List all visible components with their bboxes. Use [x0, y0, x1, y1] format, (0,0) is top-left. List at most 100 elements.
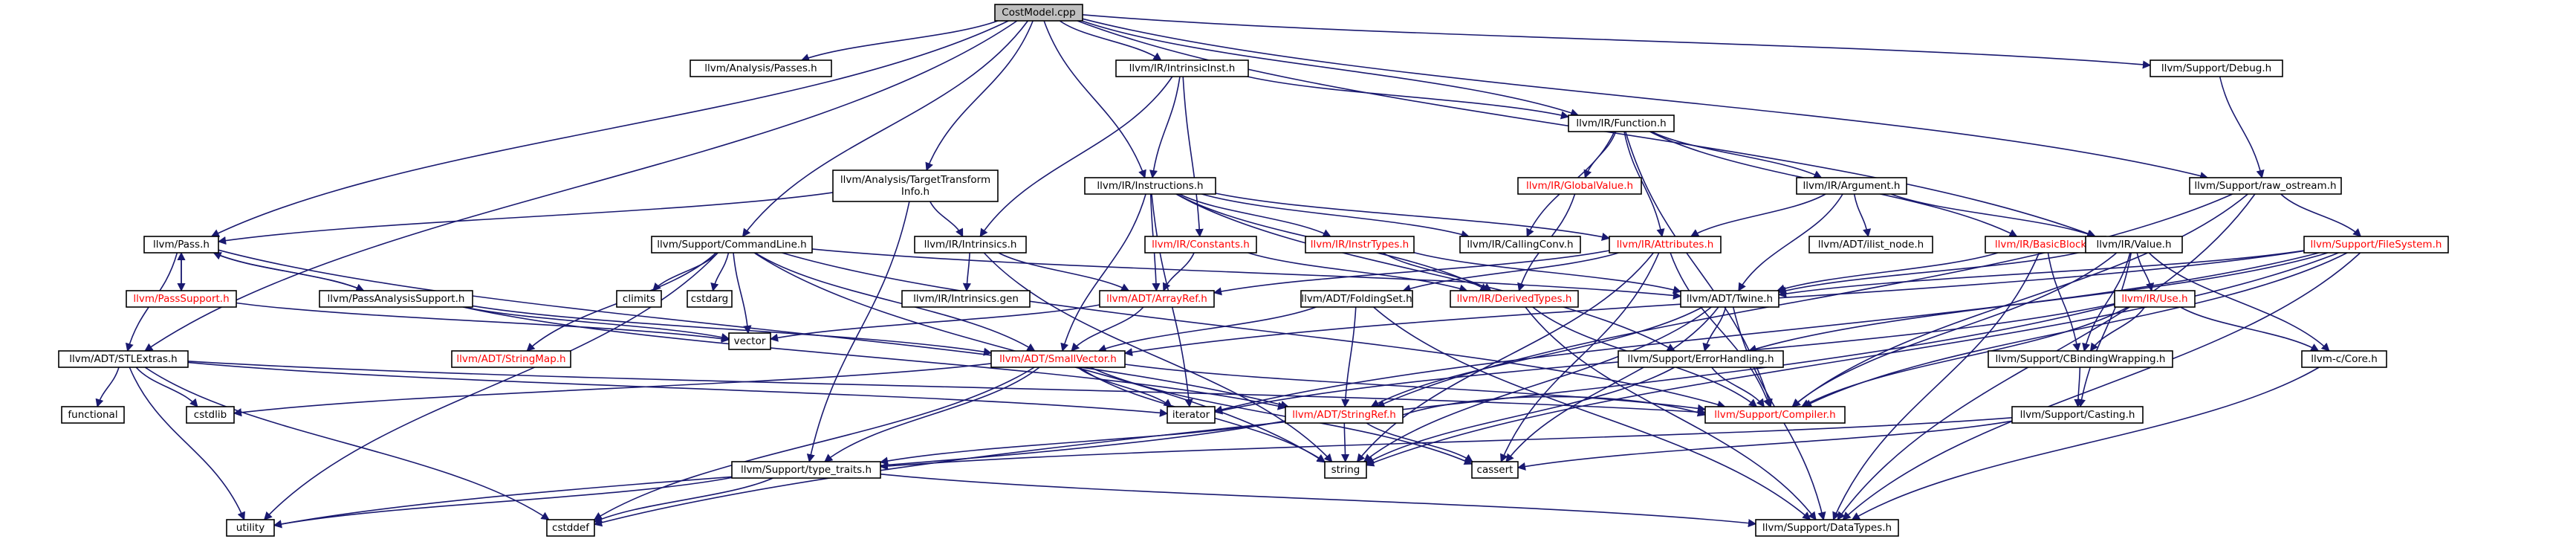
node-passes[interactable]: llvm/Analysis/Passes.h: [690, 59, 832, 77]
edge-use-to-cbinding: [2089, 306, 2146, 352]
node-label-cbinding: llvm/Support/CBindingWrapping.h: [1996, 353, 2166, 365]
node-label-derivedtypes: llvm/IR/DerivedTypes.h: [1457, 293, 1572, 305]
node-box-cassert: [1471, 461, 1519, 479]
node-box-derivedtypes: [1450, 290, 1579, 308]
node-basicblock[interactable]: llvm/IR/BasicBlock.h: [1985, 236, 2106, 254]
node-label-twine: llvm/ADT/Twine.h: [1687, 293, 1773, 305]
node-foldingset[interactable]: llvm/ADT/FoldingSet.h: [1300, 290, 1413, 308]
edge-smallvector-to-iterator: [1077, 367, 1172, 407]
node-box-vector: [728, 332, 771, 350]
node-twine[interactable]: llvm/ADT/Twine.h: [1680, 290, 1779, 308]
node-value[interactable]: llvm/IR/Value.h: [2085, 236, 2183, 254]
node-box-passes: [690, 59, 832, 77]
node-globalvalue[interactable]: llvm/IR/GlobalValue.h: [1517, 177, 1642, 195]
node-pass[interactable]: llvm/Pass.h: [143, 236, 219, 254]
edge-costmodel-to-instructions: [1043, 20, 1146, 179]
edge-pass-to-stringref: [218, 249, 1289, 409]
node-constants[interactable]: llvm/IR/Constants.h: [1144, 236, 1257, 254]
node-intrinsics[interactable]: llvm/IR/Intrinsics.h: [914, 236, 1027, 254]
node-box-debug: [2150, 59, 2283, 77]
node-ilist_node[interactable]: llvm/ADT/ilist_node.h: [1808, 236, 1933, 254]
node-errorhandling[interactable]: llvm/Support/ErrorHandling.h: [1618, 350, 1784, 368]
edge-stlextras-to-cstddef: [144, 367, 550, 520]
node-label-use: llvm/IR/Use.h: [2121, 293, 2187, 305]
node-derivedtypes[interactable]: llvm/IR/DerivedTypes.h: [1450, 290, 1579, 308]
node-filesystem[interactable]: llvm/Support/FileSystem.h: [2303, 236, 2449, 254]
node-functional: functional: [61, 406, 125, 424]
node-instrtypes[interactable]: llvm/IR/InstrTypes.h: [1305, 236, 1415, 254]
node-instructions[interactable]: llvm/IR/Instructions.h: [1084, 177, 1216, 195]
node-stringref[interactable]: llvm/ADT/StringRef.h: [1285, 406, 1404, 424]
node-label-llvmc_core: llvm-c/Core.h: [2311, 353, 2378, 365]
node-label-stlextras: llvm/ADT/STLExtras.h: [69, 353, 177, 365]
edge-intrinsics-to-intrinsicsgen: [962, 252, 971, 292]
edge-smallvector-to-type_traits: [824, 367, 1040, 462]
node-utility: utility: [226, 519, 275, 537]
node-label-debug: llvm/Support/Debug.h: [2161, 62, 2271, 74]
node-intrinsicinst[interactable]: llvm/IR/IntrinsicInst.h: [1115, 59, 1249, 77]
node-label-vector: vector: [734, 335, 766, 347]
node-label-cstddef: cstddef: [552, 522, 590, 534]
node-argument[interactable]: llvm/IR/Argument.h: [1796, 177, 1907, 195]
edge-function-to-argument: [1651, 131, 1823, 178]
node-cstdlib: cstdlib: [186, 406, 235, 424]
node-box-value: [2085, 236, 2183, 254]
edge-twine-to-cassert: [1505, 306, 1719, 462]
edge-cbinding-to-casting: [2074, 367, 2083, 408]
node-costmodel[interactable]: CostModel.cpp: [994, 4, 1083, 22]
node-label-intrinsics: llvm/IR/Intrinsics.h: [924, 239, 1017, 251]
node-box-callingconv: [1459, 236, 1581, 254]
edge-debug-to-raw_ostream: [2219, 76, 2265, 179]
edge-costmodel-to-intrinsicinst: [1059, 20, 1162, 61]
node-box-intrinsicsgen: [901, 290, 1031, 308]
edge-intrinsicinst-to-instructions: [1149, 76, 1181, 179]
node-box-stringref: [1285, 406, 1404, 424]
node-raw_ostream[interactable]: llvm/Support/raw_ostream.h: [2189, 177, 2342, 195]
edge-instructions-to-smallvector: [1060, 193, 1146, 352]
edge-constants-to-derivedtypes: [1248, 252, 1468, 293]
node-function[interactable]: llvm/IR/Function.h: [1568, 114, 1675, 132]
edge-passanalysis-to-stringref: [462, 306, 1287, 410]
node-arrayref[interactable]: llvm/ADT/ArrayRef.h: [1099, 290, 1215, 308]
edge-value-to-casting: [2077, 252, 2132, 408]
node-debug[interactable]: llvm/Support/Debug.h: [2150, 59, 2283, 77]
edge-twine-to-string: [1363, 306, 1712, 462]
node-passanalysis[interactable]: llvm/PassAnalysisSupport.h: [319, 290, 473, 308]
edge-stlextras-to-iterator: [187, 361, 1169, 417]
edge-stlextras-to-functional: [95, 367, 120, 408]
node-attributes[interactable]: llvm/IR/Attributes.h: [1609, 236, 1722, 254]
edge-passanalysis-to-pass: [212, 252, 364, 291]
edge-passsupport-to-vector: [236, 302, 730, 343]
node-casting[interactable]: llvm/Support/Casting.h: [2011, 406, 2144, 424]
node-compiler[interactable]: llvm/Support/Compiler.h: [1704, 406, 1846, 424]
edge-tti-to-type_traits: [806, 201, 910, 463]
node-box-argument: [1796, 177, 1907, 195]
edge-smallvector-to-cstddef: [593, 367, 1035, 520]
node-label-raw_ostream: llvm/Support/raw_ostream.h: [2194, 180, 2336, 192]
edge-passanalysis-to-vector: [464, 306, 730, 341]
edge-instructions-to-errorhandling: [1175, 193, 1675, 352]
node-callingconv[interactable]: llvm/IR/CallingConv.h: [1459, 236, 1581, 254]
edge-errorhandling-to-compiler: [1711, 367, 1765, 407]
node-label-tti-line2: Info.h: [901, 186, 929, 198]
node-stringmap[interactable]: llvm/ADT/StringMap.h: [451, 350, 571, 368]
node-passsupport[interactable]: llvm/PassSupport.h: [126, 290, 237, 308]
node-use[interactable]: llvm/IR/Use.h: [2114, 290, 2196, 308]
node-box-foldingset: [1300, 290, 1413, 308]
edge-commandline-to-cstdarg: [710, 252, 730, 292]
node-llvmc_core[interactable]: llvm-c/Core.h: [2301, 350, 2387, 368]
node-smallvector[interactable]: llvm/ADT/SmallVector.h: [990, 350, 1126, 368]
node-type_traits[interactable]: llvm/Support/type_traits.h: [731, 461, 881, 479]
node-box-type_traits: [731, 461, 881, 479]
node-box-intrinsics: [914, 236, 1027, 254]
node-stlextras[interactable]: llvm/ADT/STLExtras.h: [58, 350, 189, 368]
node-label-utility: utility: [236, 522, 265, 534]
edge-costmodel-to-function: [1081, 20, 1580, 117]
node-cbinding[interactable]: llvm/Support/CBindingWrapping.h: [1988, 350, 2173, 368]
node-label-arrayref: llvm/ADT/ArrayRef.h: [1106, 293, 1207, 305]
node-commandline[interactable]: llvm/Support/CommandLine.h: [651, 236, 813, 254]
edge-attributes-to-arrayref: [1213, 250, 1610, 296]
edge-twine-to-errorhandling: [1702, 306, 1727, 352]
